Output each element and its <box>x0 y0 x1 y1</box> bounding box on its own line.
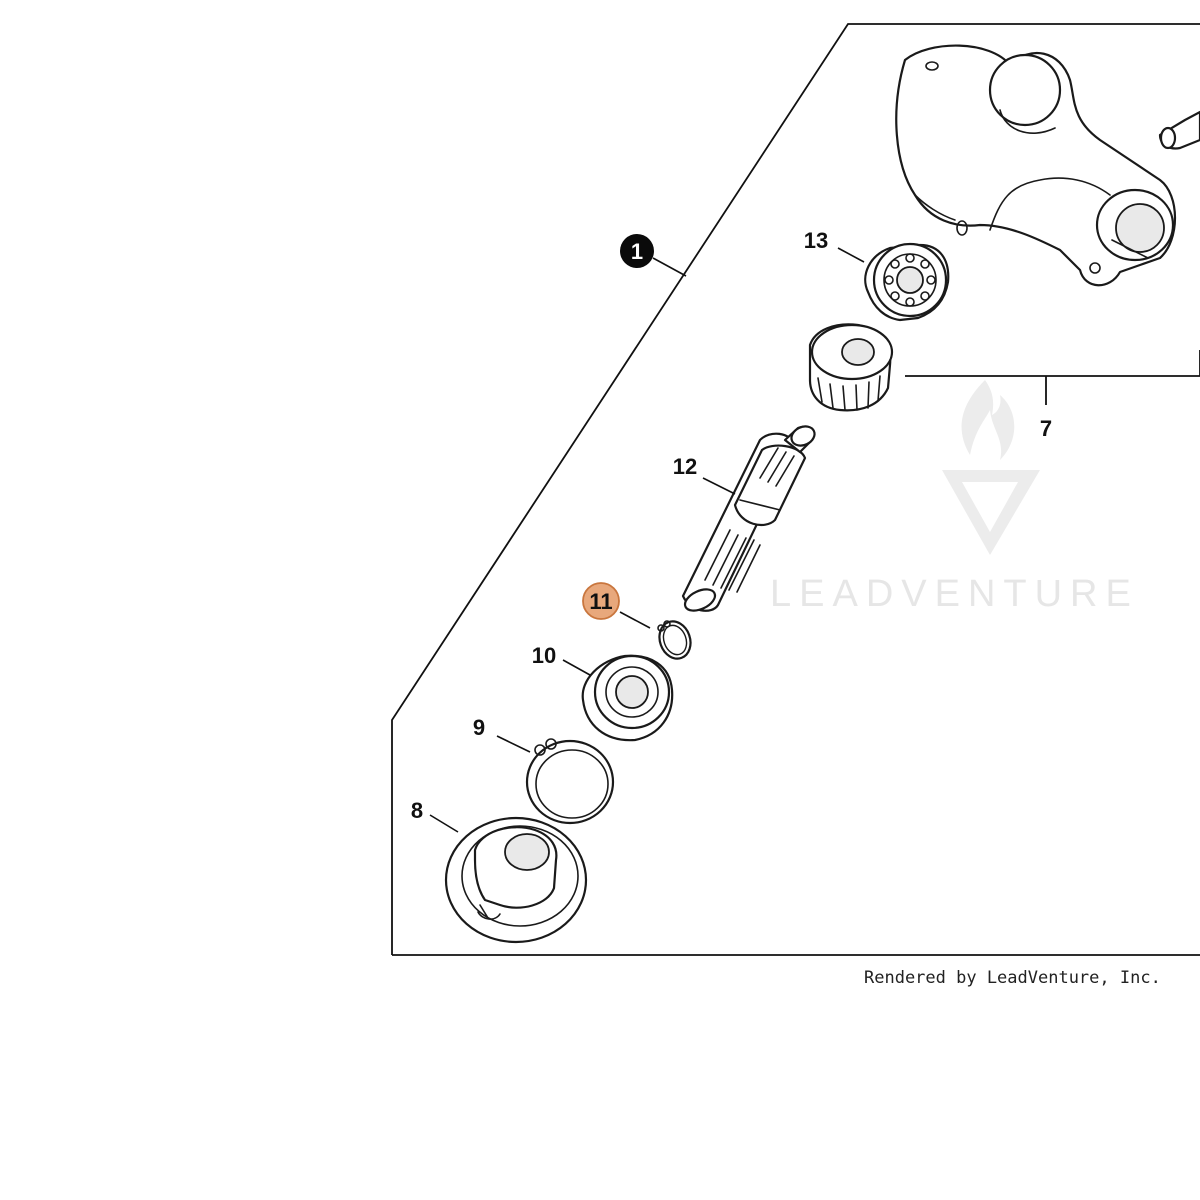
callout-label: 1 <box>631 239 643 264</box>
callout-label: 9 <box>473 715 485 740</box>
callout-label: 10 <box>532 643 556 668</box>
watermark-text: LEADVENTURE <box>770 573 1139 615</box>
leader-9 <box>496 735 531 753</box>
callout-label: 8 <box>411 798 423 823</box>
callout-12[interactable]: 12 <box>673 454 697 479</box>
callout-8[interactable]: 8 <box>411 798 423 823</box>
callout-11[interactable]: 11 <box>582 582 620 620</box>
credit-text: Rendered by LeadVenture, Inc. <box>864 968 1161 988</box>
leader-13 <box>837 247 865 263</box>
leader-10 <box>562 659 591 676</box>
gear-housing <box>895 44 1200 287</box>
callout-1[interactable]: 1 <box>620 234 654 268</box>
callout-label: 11 <box>589 589 612 614</box>
hub-8 <box>444 816 588 944</box>
circlip-11 <box>657 620 692 660</box>
leader-8 <box>429 814 459 833</box>
callout-7[interactable]: 7 <box>1040 416 1052 441</box>
callout-10[interactable]: 10 <box>532 643 556 668</box>
callout-label: 12 <box>673 454 697 479</box>
callout-13[interactable]: 13 <box>804 228 828 253</box>
shaft-12 <box>681 425 816 612</box>
assembly-frame <box>391 23 1200 956</box>
leader-11 <box>619 611 651 629</box>
gear-bracket-7 <box>905 350 1200 405</box>
bearing-13 <box>864 242 950 322</box>
bevel-gear <box>808 323 894 412</box>
callout-9[interactable]: 9 <box>473 715 485 740</box>
leader-1 <box>652 257 687 277</box>
callout-label: 13 <box>804 228 828 253</box>
leadventure-logo-icon <box>942 380 1040 555</box>
leader-12 <box>702 477 736 495</box>
bearing-10 <box>581 654 674 742</box>
callout-label: 7 <box>1040 416 1052 441</box>
retaining-ring-9 <box>525 738 615 825</box>
